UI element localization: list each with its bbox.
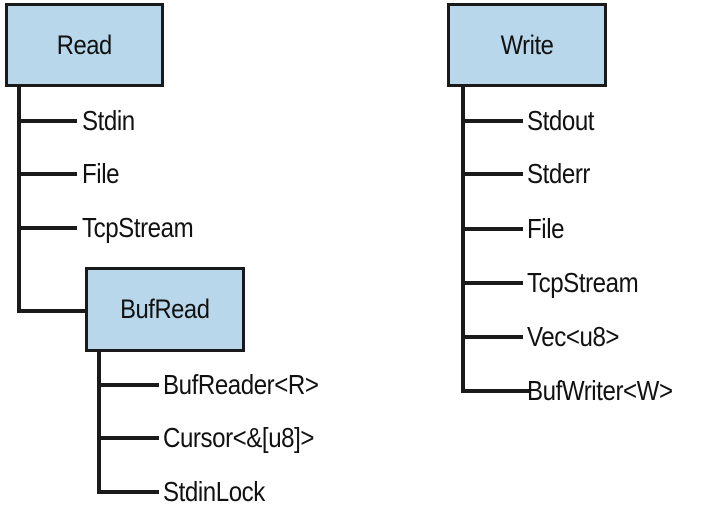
read-trait-box: Read bbox=[5, 3, 164, 87]
write-child-label: BufWriter<W> bbox=[527, 375, 673, 406]
read-child-label: Stdin bbox=[82, 105, 135, 136]
read-child-label: TcpStream bbox=[82, 212, 194, 243]
bufread-branch-line bbox=[97, 383, 159, 387]
bufread-child-label: Cursor<&[u8]> bbox=[163, 422, 315, 453]
read-branch-line bbox=[17, 309, 85, 313]
bufread-child-label: StdinLock bbox=[163, 476, 265, 507]
read-trait-label: Read bbox=[56, 29, 113, 60]
read-branch-line bbox=[17, 119, 77, 123]
bufread-child-label: BufReader<R> bbox=[163, 369, 319, 400]
write-branch-line bbox=[461, 389, 529, 393]
write-child-label: Stdout bbox=[527, 105, 595, 136]
bufread-trait-label: BufRead bbox=[120, 294, 210, 324]
write-child-label: TcpStream bbox=[527, 267, 639, 298]
bufread-branch-line bbox=[97, 436, 159, 440]
write-branch-line bbox=[461, 335, 523, 339]
write-branch-line bbox=[461, 227, 523, 231]
read-child-label: File bbox=[82, 158, 120, 189]
write-branch-line bbox=[461, 172, 523, 176]
bufread-branch-line bbox=[97, 490, 159, 494]
write-child-label: Stderr bbox=[527, 158, 590, 189]
write-branch-line bbox=[461, 281, 523, 285]
write-child-label: File bbox=[527, 213, 565, 244]
write-child-label: Vec<u8> bbox=[527, 321, 620, 352]
write-trunk-line bbox=[461, 87, 465, 393]
bufread-trunk-line bbox=[97, 352, 101, 494]
read-branch-line bbox=[17, 226, 77, 230]
write-branch-line bbox=[461, 119, 523, 123]
bufread-trait-box: BufRead bbox=[85, 267, 245, 352]
write-trait-box: Write bbox=[447, 3, 607, 87]
read-trunk-line bbox=[17, 87, 21, 313]
write-trait-label: Write bbox=[500, 29, 554, 60]
read-branch-line bbox=[17, 172, 77, 176]
